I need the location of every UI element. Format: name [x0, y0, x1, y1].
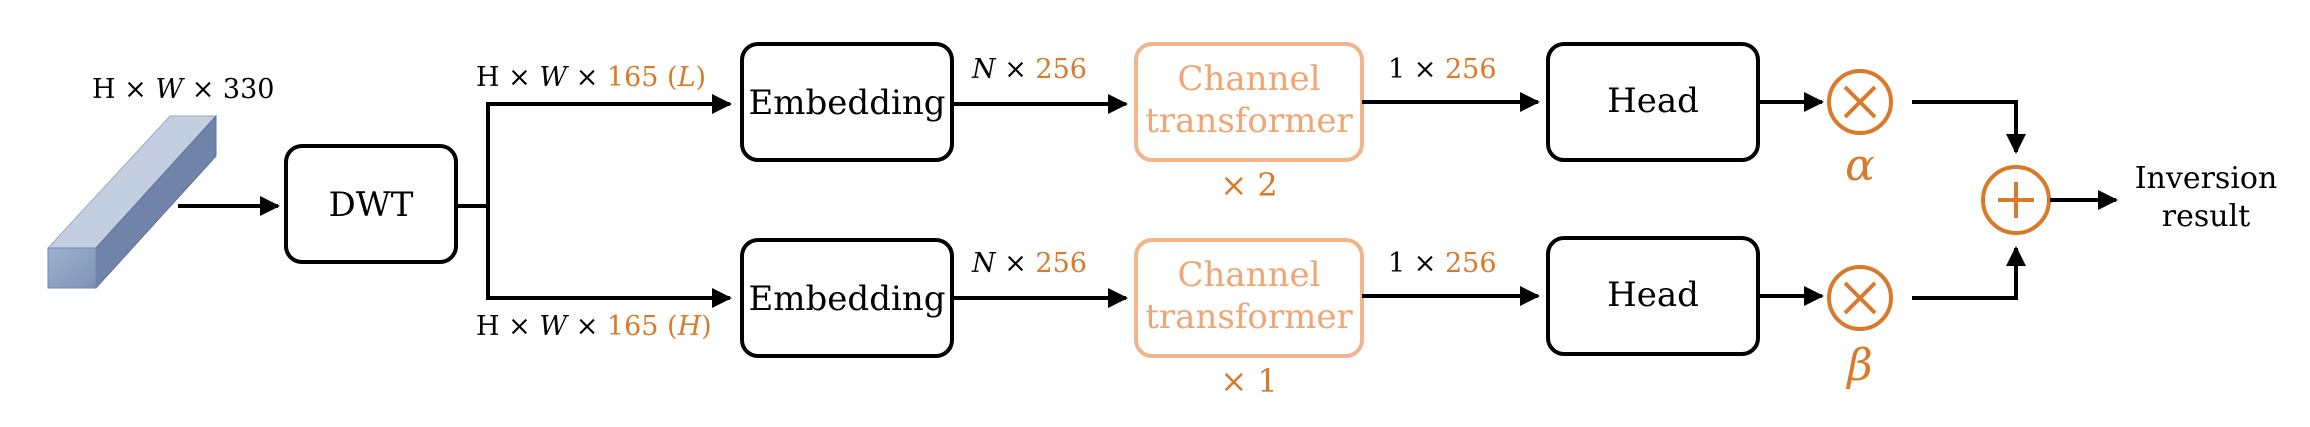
repeat-label-top: × 2: [1220, 166, 1277, 204]
output-label-line1: Inversion: [2135, 161, 2278, 196]
output-label-line2: result: [2162, 199, 2250, 234]
embedding-label-bottom: Embedding: [748, 279, 945, 319]
arrow-multiply-bottom-to-add: [1912, 246, 2026, 300]
split-label-high: H × W × 165 (H): [476, 311, 712, 342]
head-label-bottom: Head: [1607, 275, 1699, 315]
arrow-multiply-top-to-add: [1912, 100, 2026, 154]
tokens-label-bottom: N × 256: [971, 248, 1087, 279]
head-label-top: Head: [1607, 81, 1699, 121]
embedding-label-top: Embedding: [748, 83, 945, 123]
head-input-label-bottom: 1 × 256: [1388, 248, 1497, 279]
dwt-label: DWT: [329, 185, 414, 225]
channel-transformer-label-bottom-line2: transformer: [1145, 297, 1353, 337]
input-cube-front: [47, 247, 97, 289]
split-label-low: H × W × 165 (L): [476, 62, 706, 93]
circled-times-icon: [1827, 265, 1893, 331]
tokens-label-top: N × 256: [971, 54, 1087, 85]
repeat-label-bottom: × 1: [1220, 362, 1277, 400]
circled-plus-icon: [1981, 165, 2051, 235]
circled-times-icon: [1827, 69, 1893, 135]
head-input-label-top: 1 × 256: [1388, 54, 1497, 85]
channel-transformer-label-bottom-line1: Channel: [1178, 255, 1321, 295]
channel-transformer-label-top-line1: Channel: [1178, 59, 1321, 99]
input-cube: [46, 114, 218, 290]
channel-transformer-label-top-line2: transformer: [1145, 101, 1353, 141]
weight-alpha-label: α: [1845, 140, 1875, 191]
weight-beta-label: β: [1845, 340, 1872, 391]
input-dims-label: H × W × 330: [92, 74, 274, 105]
